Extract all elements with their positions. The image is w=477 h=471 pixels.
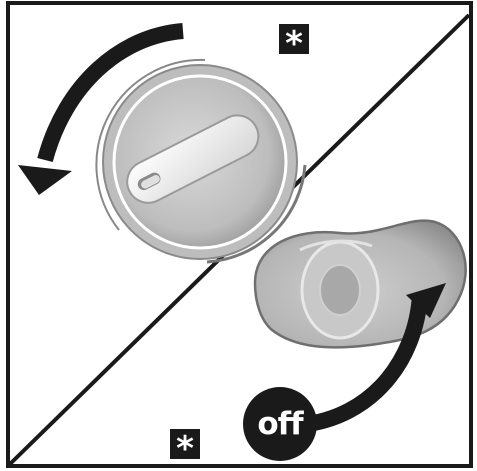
off-label: off xyxy=(247,404,313,444)
snowflake-asterisk-badge-bottom: * xyxy=(170,429,200,459)
snowflake-asterisk-badge-top: * xyxy=(279,24,309,54)
